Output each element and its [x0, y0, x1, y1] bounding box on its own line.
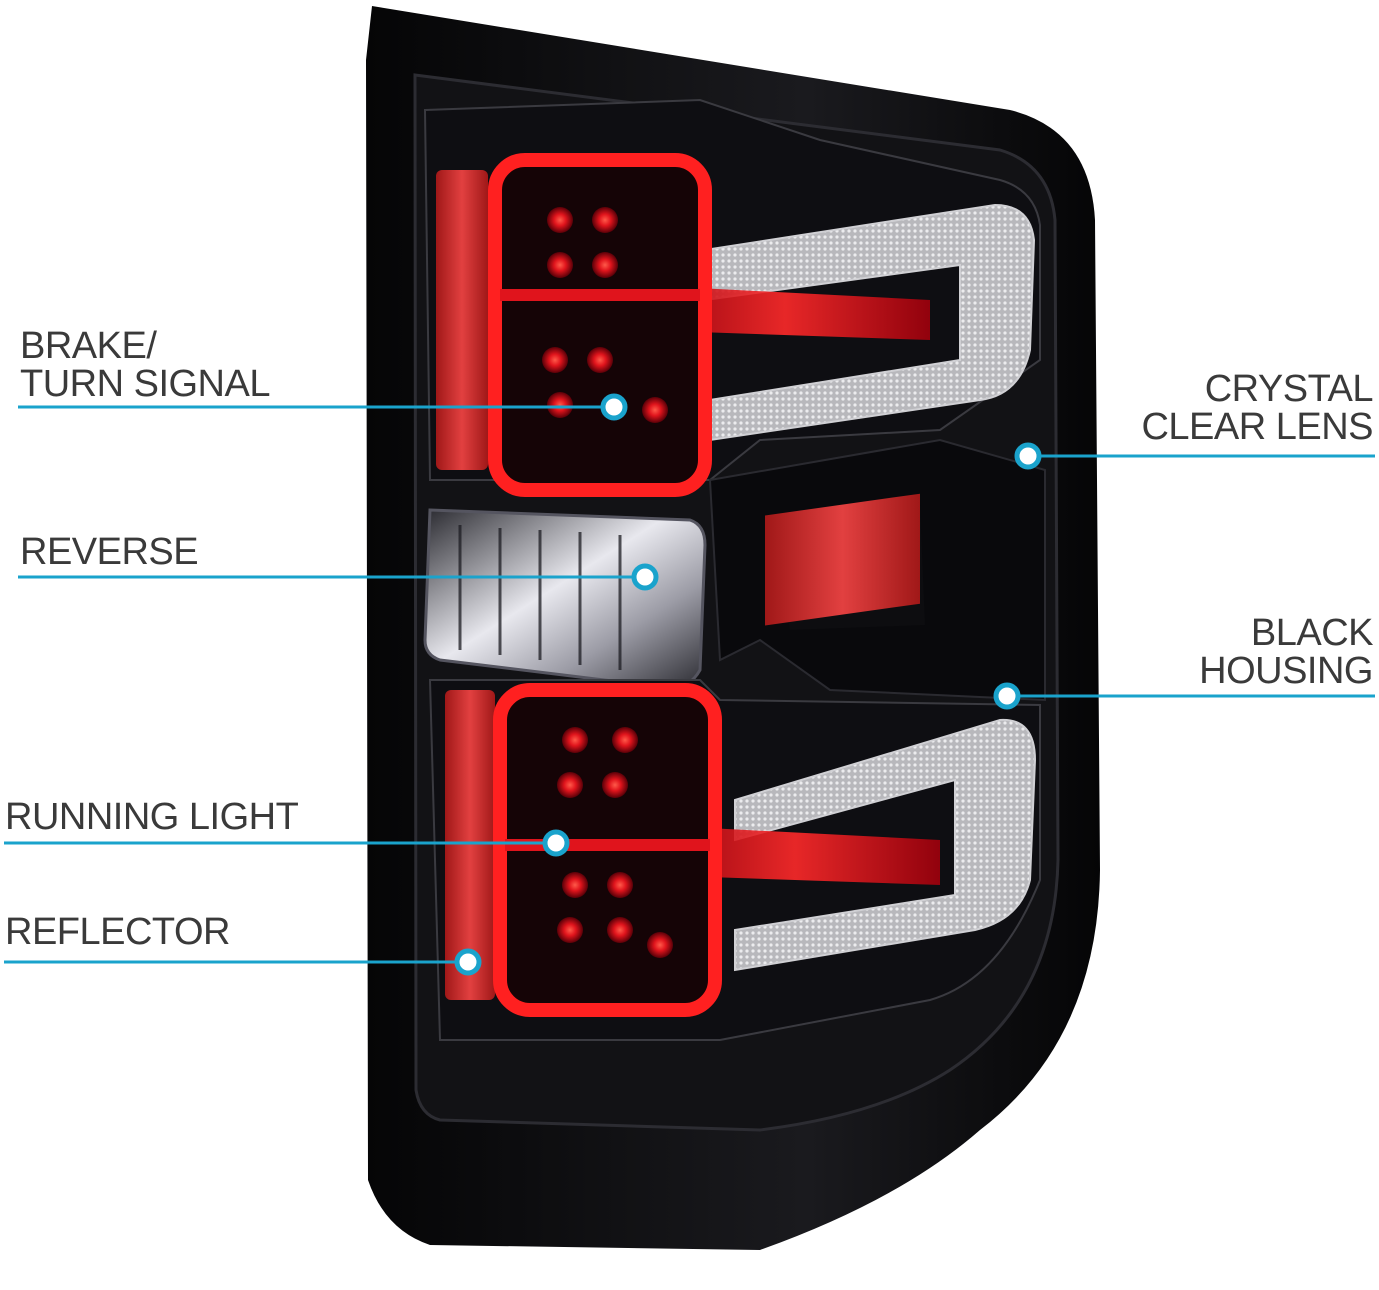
- label-brake-turn-signal: BRAKE/ TURN SIGNAL: [20, 327, 270, 403]
- label-line: BLACK: [1250, 612, 1374, 654]
- reverse-lens: [423, 508, 707, 690]
- label-line: HOUSING: [1199, 650, 1373, 692]
- label-line: TURN SIGNAL: [20, 363, 270, 405]
- label-running-light: RUNNING LIGHT: [5, 796, 299, 838]
- label-line: CLEAR LENS: [1141, 406, 1373, 448]
- side-reflector: [765, 493, 920, 626]
- label-line: CRYSTAL: [1204, 368, 1374, 410]
- callout-crystal-clear-lens: [1014, 442, 1375, 470]
- upper-led-cluster: [542, 207, 668, 423]
- label-line: REVERSE: [20, 531, 199, 573]
- lower-reflector-strip: [445, 690, 495, 1000]
- upper-reflector-strip: [436, 170, 488, 470]
- lower-led-cluster: [557, 727, 673, 958]
- callout-brake-turn-signal: [18, 393, 628, 421]
- callout-reflector: [4, 948, 482, 976]
- label-reflector: REFLECTOR: [5, 913, 230, 951]
- label-reverse: REVERSE: [20, 531, 199, 573]
- callout-running-light: [4, 829, 570, 857]
- label-line: RUNNING LIGHT: [5, 796, 299, 838]
- label-line: REFLECTOR: [5, 911, 230, 953]
- callout-reverse: [18, 563, 659, 591]
- label-black-housing: BLACK HOUSING: [1199, 614, 1373, 690]
- label-crystal-clear-lens: CRYSTAL CLEAR LENS: [1141, 370, 1373, 446]
- callout-black-housing: [993, 682, 1375, 710]
- label-line: BRAKE/: [20, 325, 157, 367]
